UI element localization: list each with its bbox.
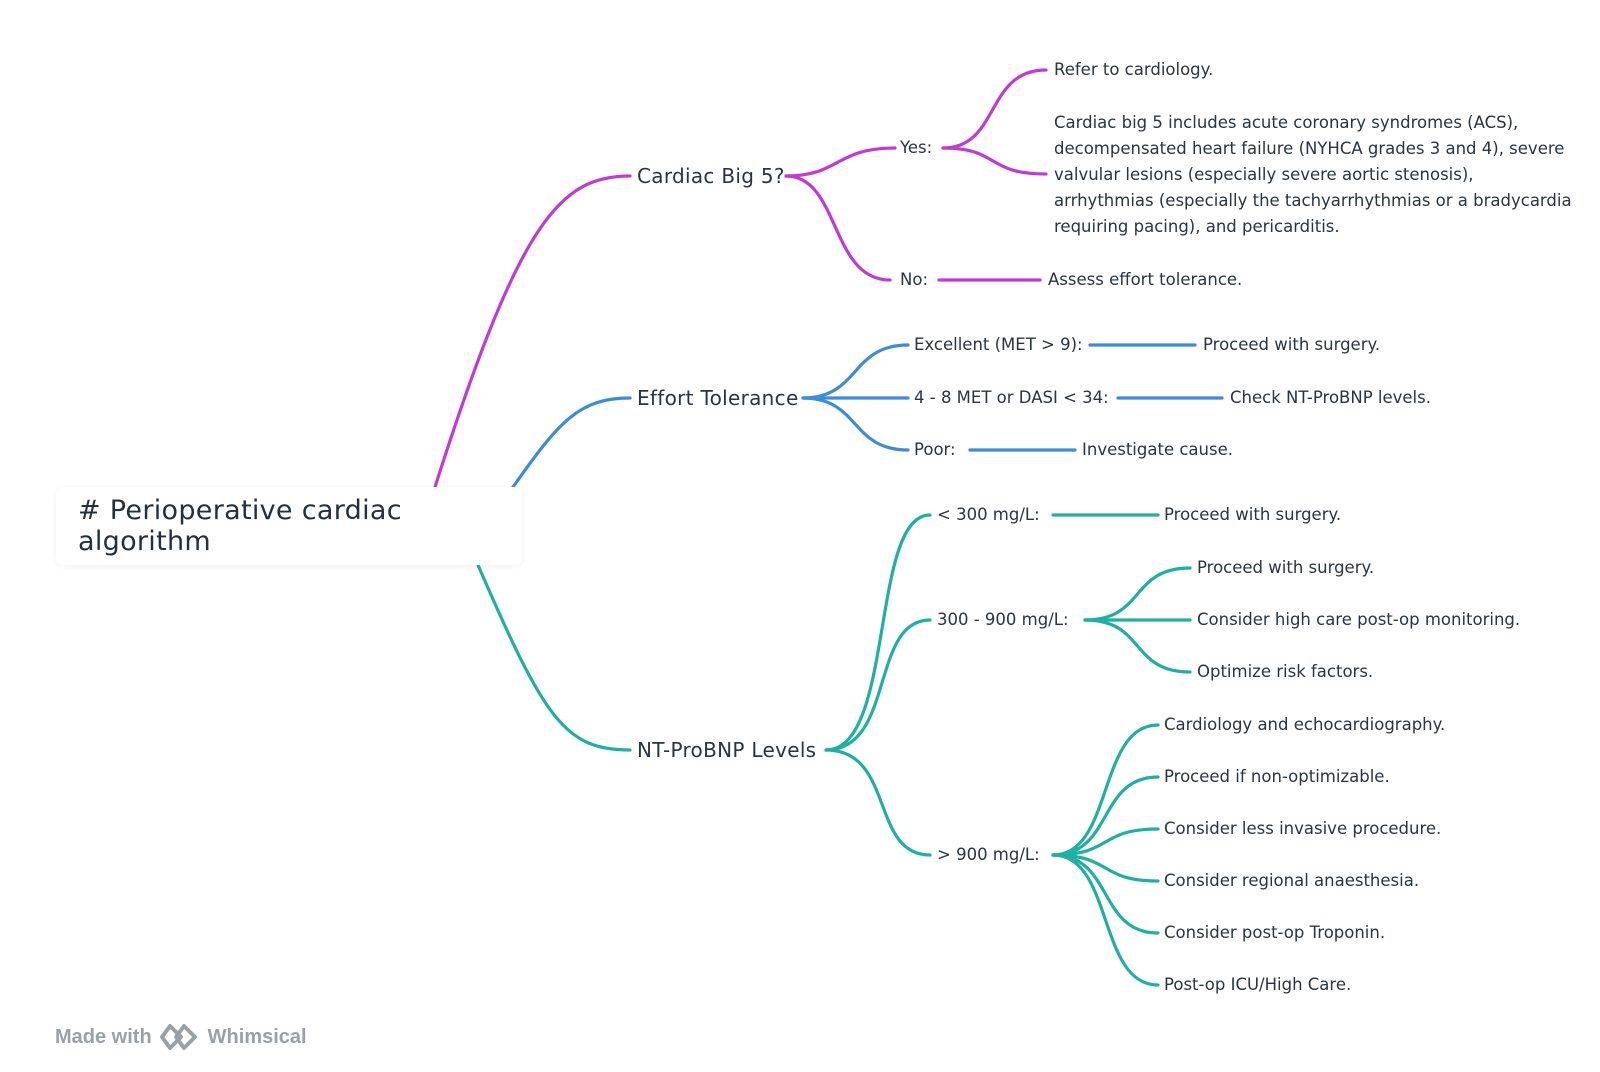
connector-high-result xyxy=(1051,853,1160,935)
node-big5-yes[interactable]: Yes: xyxy=(900,138,933,157)
node-mid-result[interactable]: Consider high care post-op monitoring. xyxy=(1197,610,1521,629)
connector-bnp-high xyxy=(824,748,932,857)
connector-root-bnp xyxy=(476,563,632,752)
node-bnp-low[interactable]: < 300 mg/L: xyxy=(937,505,1040,524)
connector-root-big5 xyxy=(433,174,632,489)
connector-yes-refer xyxy=(941,68,1048,150)
connector-bnp-low xyxy=(824,513,932,752)
node-effort-poor[interactable]: Poor: xyxy=(914,440,956,459)
connector-root-effort xyxy=(511,396,632,489)
node-moderate-result[interactable]: Check NT-ProBNP levels. xyxy=(1230,388,1431,407)
node-high-result[interactable]: Consider regional anaesthesia. xyxy=(1164,871,1420,890)
node-poor-result[interactable]: Investigate cause. xyxy=(1082,440,1233,459)
connector-effort-excellent xyxy=(801,343,910,400)
made-with-label: Made with xyxy=(55,1025,152,1048)
node-high-result[interactable]: Consider less invasive procedure. xyxy=(1164,819,1442,838)
made-with-whimsical-badge[interactable]: Made with Whimsical xyxy=(55,1022,307,1052)
connector-bnp-mid xyxy=(824,618,932,752)
node-bnp-mid[interactable]: 300 - 900 mg/L: xyxy=(937,610,1069,629)
node-refer-cardiology[interactable]: Refer to cardiology. xyxy=(1054,60,1214,79)
node-high-result[interactable]: Consider post-op Troponin. xyxy=(1164,923,1386,942)
node-big5-no[interactable]: No: xyxy=(900,270,928,289)
node-high-result[interactable]: Cardiology and echocardiography. xyxy=(1164,715,1446,734)
connector-high-result xyxy=(1051,827,1160,857)
whimsical-logo-icon xyxy=(159,1024,197,1050)
node-low-result[interactable]: Proceed with surgery. xyxy=(1164,505,1342,524)
node-effort-moderate[interactable]: 4 - 8 MET or DASI < 34: xyxy=(914,388,1109,407)
connector-high-result xyxy=(1051,853,1160,987)
node-bnp-high[interactable]: > 900 mg/L: xyxy=(937,845,1040,864)
node-effort-tolerance[interactable]: Effort Tolerance xyxy=(637,386,799,410)
connector-big5-no xyxy=(784,174,892,282)
connector-high-result xyxy=(1051,723,1160,857)
node-high-result[interactable]: Post-op ICU/High Care. xyxy=(1164,975,1352,994)
node-excellent-result[interactable]: Proceed with surgery. xyxy=(1203,335,1381,354)
connector-effort-poor xyxy=(801,396,910,452)
connector-big5-yes xyxy=(784,146,897,178)
node-mid-result[interactable]: Optimize risk factors. xyxy=(1197,662,1374,681)
node-effort-excellent[interactable]: Excellent (MET > 9): xyxy=(914,335,1083,354)
whimsical-brand-label: Whimsical xyxy=(207,1025,307,1048)
node-big5-detail[interactable]: Cardiac big 5 includes acute coronary sy… xyxy=(1054,113,1572,236)
node-mid-result[interactable]: Proceed with surgery. xyxy=(1197,558,1375,577)
node-assess-effort[interactable]: Assess effort tolerance. xyxy=(1048,270,1243,289)
root-node[interactable]: # Perioperative cardiac algorithm xyxy=(56,487,522,565)
connector-high-result xyxy=(1051,775,1160,857)
root-label: # Perioperative cardiac algorithm xyxy=(78,495,402,557)
node-cardiac-big5[interactable]: Cardiac Big 5? xyxy=(637,164,785,188)
node-high-result[interactable]: Proceed if non-optimizable. xyxy=(1164,767,1390,786)
connector-yes-detail xyxy=(941,146,1048,176)
connector-mid-result xyxy=(1083,618,1192,674)
connector-mid-result xyxy=(1083,566,1192,622)
connector-high-result xyxy=(1051,853,1160,883)
node-nt-probnp-levels[interactable]: NT-ProBNP Levels xyxy=(637,738,817,762)
